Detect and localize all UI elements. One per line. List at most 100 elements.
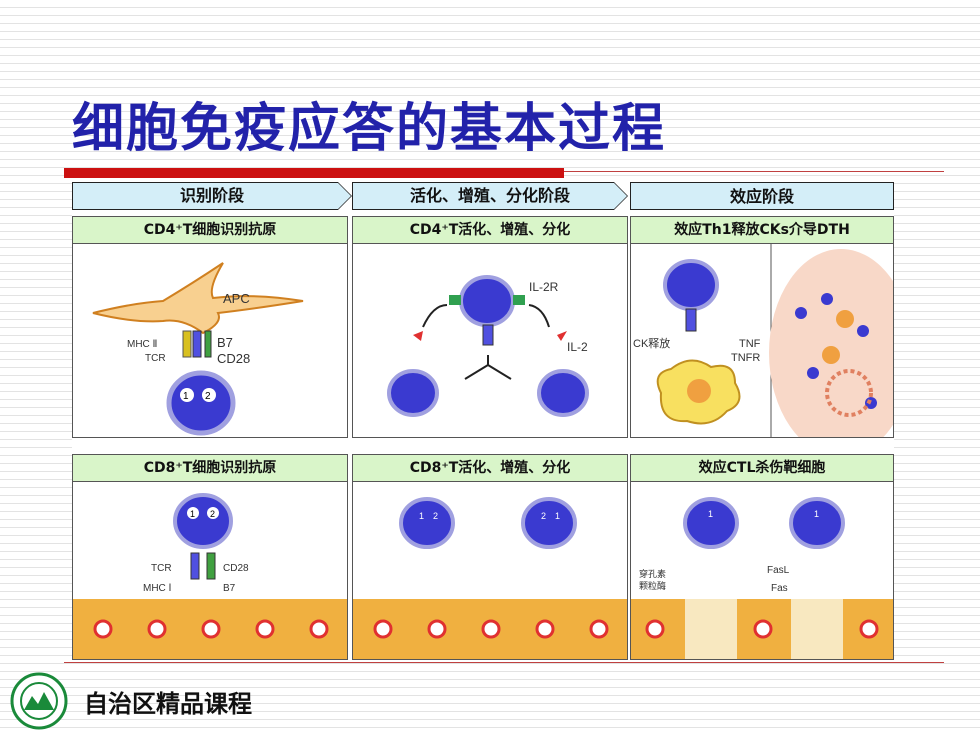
tissue-cell-nucleus-icon (535, 619, 555, 639)
tissue-cell-nucleus-icon (753, 619, 773, 639)
stage-recognition-label: 识别阶段 (73, 183, 351, 209)
badge-label: 2 (541, 511, 546, 521)
stage-activation-label: 活化、增殖、分化阶段 (353, 183, 627, 209)
panel-cd4-recognition: CD4⁺T细胞识别抗原 APC MHC Ⅱ TCR B7 CD28 1 2 (72, 216, 348, 438)
apc-label: APC (223, 291, 250, 306)
tcr-molecule-icon (190, 552, 200, 580)
tcr-molecule-icon (192, 330, 202, 358)
il2-loop-arrow-right-icon (528, 304, 550, 328)
perforin-label: 穿孔素 (639, 568, 666, 579)
tissue-cell-nucleus-icon (309, 619, 329, 639)
badge-label: 1 (555, 511, 560, 521)
badge-label: 1 (708, 509, 713, 519)
activated-t-cell-icon (459, 275, 515, 327)
panel-cd4-recognition-title: CD4⁺T细胞识别抗原 (73, 217, 347, 244)
tcr-label: TCR (151, 563, 172, 574)
tissue-cell-nucleus-icon (201, 619, 221, 639)
proliferation-arrows-icon (464, 355, 512, 380)
granzyme-label: 颗粒酶 (639, 580, 666, 591)
tnf-label: TNF (739, 338, 761, 350)
title-underline-red (64, 168, 564, 178)
dying-target-cell-icon (791, 599, 843, 659)
b7-molecule-icon (204, 330, 212, 358)
il2-triangle-right-icon (557, 331, 567, 341)
panel-ctl-effect-title: 效应CTL杀伤靶细胞 (631, 455, 893, 482)
immune-response-diagram: 识别阶段 活化、增殖、分化阶段 效应阶段 CD4⁺T细胞识别抗原 APC MHC… (72, 182, 894, 660)
stage-effector: 效应阶段 (630, 182, 894, 210)
th1-receptor-icon (685, 308, 697, 332)
cd8-recognition-illustration: 1 2 TCR CD28 MHC Ⅰ B7 (73, 493, 347, 659)
panel-cd8-activation: CD8⁺T活化、增殖、分化 1 2 2 1 (352, 454, 628, 660)
tcr-stalk-icon (482, 324, 494, 346)
il2-label: IL-2 (567, 340, 588, 354)
slide-title: 细胞免疫应答的基本过程 (72, 99, 667, 159)
il2-triangle-left-icon (413, 331, 423, 341)
panel-th1-effect-title: 效应Th1释放CKs介导DTH (631, 217, 893, 244)
signal-1-label: 1 (183, 391, 189, 402)
panel-cd8-activation-title: CD8⁺T活化、增殖、分化 (353, 455, 627, 482)
badge-label: 1 (419, 511, 424, 521)
signal-2-badge-icon (202, 388, 216, 402)
cd28-molecule-icon (206, 552, 216, 580)
tissue-cell-nucleus-icon (255, 619, 275, 639)
panel-cd4-activation: CD4⁺T活化、增殖、分化 IL-2R IL-2 (352, 216, 628, 438)
signal-1-badge-icon (187, 507, 199, 519)
tnfr-label: TNFR (731, 352, 760, 364)
ctl-effect-illustration: 1 1 穿孔素 颗粒酶 FasL Fas (631, 497, 893, 659)
tissue-cell-nucleus-icon (589, 619, 609, 639)
cd28-label: CD28 (223, 563, 249, 574)
daughter-t-cell-left-icon (387, 369, 439, 417)
panel-th1-effect: 效应Th1释放CKs介导DTH CK释放 TNF TNFR (630, 216, 894, 438)
il2r-receptor-right-icon (513, 295, 525, 305)
dying-target-cell-icon (685, 599, 737, 659)
infiltrate-cell-icon (857, 325, 869, 337)
signal-1-badge-icon (180, 388, 194, 402)
ctl-cell-left-icon (683, 497, 739, 549)
b7-label: B7 (217, 335, 233, 350)
activated-ctl-right-icon (521, 497, 577, 549)
cd28-label: CD28 (217, 351, 250, 366)
mhc-ii-label: MHC Ⅱ (127, 339, 157, 350)
cd8-activation-illustration: 1 2 2 1 (353, 497, 627, 659)
panel-cd8-recognition: CD8⁺T细胞识别抗原 1 2 TCR CD28 MHC Ⅰ B7 (72, 454, 348, 660)
stage-effector-label: 效应阶段 (729, 187, 794, 206)
signal-2-label: 2 (205, 391, 211, 402)
stage-activation: 活化、增殖、分化阶段 (352, 182, 628, 210)
dth-tissue-icon (769, 249, 893, 437)
cd4-t-cell-icon (166, 370, 236, 436)
badge-label: 1 (814, 509, 819, 519)
infiltrate-cell-icon (795, 307, 807, 319)
signal-1-label: 1 (190, 509, 195, 519)
university-seal-icon (10, 672, 68, 730)
b7-label: B7 (223, 583, 236, 594)
th1-effect-illustration: CK释放 TNF TNFR (633, 243, 893, 437)
th1-cell-icon (663, 259, 719, 311)
fas-label: Fas (771, 583, 788, 594)
tissue-cell-nucleus-icon (645, 619, 665, 639)
panel-ctl-effect: 效应CTL杀伤靶细胞 1 1 穿孔素 颗粒酶 FasL Fas (630, 454, 894, 660)
cd8-t-cell-icon (173, 493, 233, 549)
il2r-receptor-left-icon (449, 295, 461, 305)
il2-loop-arrow-left-icon (422, 304, 448, 328)
tissue-cell-nucleus-icon (427, 619, 447, 639)
title-underline-thin (564, 171, 944, 172)
ck-release-label: CK释放 (633, 336, 670, 350)
panel-cd4-activation-title: CD4⁺T活化、增殖、分化 (353, 217, 627, 244)
infiltrate-cell-icon (821, 293, 833, 305)
il2r-label: IL-2R (529, 280, 559, 294)
tissue-cell-nucleus-icon (859, 619, 879, 639)
tissue-cell-nucleus-icon (93, 619, 113, 639)
cd4-recognition-illustration: APC MHC Ⅱ TCR B7 CD28 1 2 (92, 262, 304, 436)
apc-cell-shape (92, 262, 304, 335)
footer-rule (64, 662, 944, 663)
tissue-cell-nucleus-icon (481, 619, 501, 639)
macrophage-nucleus-icon (687, 379, 711, 403)
tcr-label: TCR (145, 353, 166, 364)
fasl-label: FasL (767, 565, 790, 576)
mhc-i-label: MHC Ⅰ (143, 583, 172, 594)
daughter-t-cell-right-icon (537, 369, 589, 417)
badge-label: 2 (433, 511, 438, 521)
activated-ctl-left-icon (399, 497, 455, 549)
panel-cd8-recognition-title: CD8⁺T细胞识别抗原 (73, 455, 347, 482)
tissue-cell-nucleus-icon (373, 619, 393, 639)
